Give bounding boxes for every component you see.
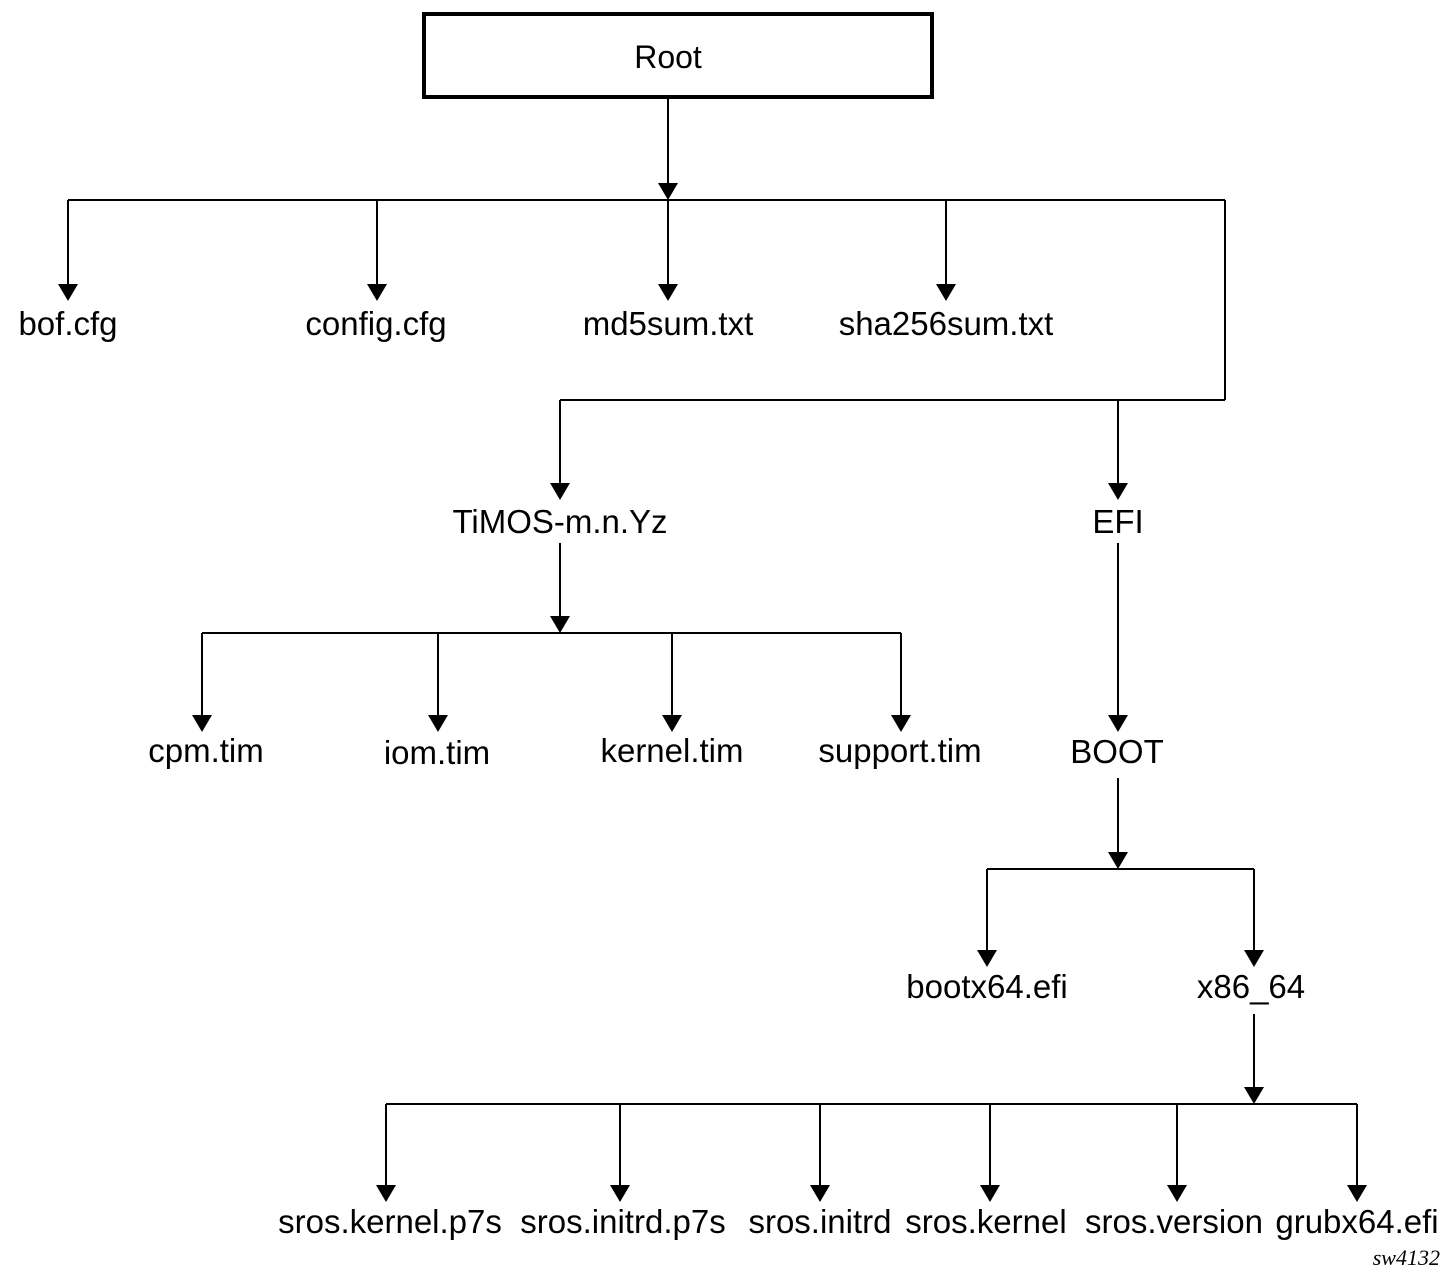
folder-x86-64: x86_64	[1197, 968, 1305, 1005]
arrowhead	[1108, 715, 1128, 732]
arrowhead	[936, 284, 956, 301]
file-kernel-tim: kernel.tim	[600, 732, 743, 769]
arrowhead	[550, 616, 570, 633]
root-label: Root	[634, 39, 702, 75]
arrowhead	[428, 715, 448, 732]
arrowhead	[376, 1185, 396, 1202]
figure-id: sw4132	[1373, 1245, 1440, 1270]
file-grubx64-efi: grubx64.efi	[1275, 1203, 1438, 1240]
file-md5sum-txt: md5sum.txt	[583, 305, 754, 342]
arrowhead	[658, 284, 678, 301]
file-sros-kernel: sros.kernel	[905, 1203, 1066, 1240]
file-sros-initrd: sros.initrd	[748, 1203, 891, 1240]
arrowhead	[891, 715, 911, 732]
arrowhead	[1108, 852, 1128, 869]
arrowhead	[662, 715, 682, 732]
folder-efi: EFI	[1092, 503, 1143, 540]
file-cpm-tim: cpm.tim	[148, 732, 264, 769]
arrowhead	[1108, 483, 1128, 500]
arrowhead	[58, 284, 78, 301]
file-sros-kernel-p7s: sros.kernel.p7s	[278, 1203, 502, 1240]
arrowhead	[1244, 950, 1264, 967]
folder-boot: BOOT	[1070, 733, 1164, 770]
file-iom-tim: iom.tim	[384, 734, 490, 771]
folder-timos: TiMOS-m.n.Yz	[452, 503, 667, 540]
file-support-tim: support.tim	[818, 732, 981, 769]
file-sha256sum-txt: sha256sum.txt	[839, 305, 1054, 342]
arrowhead	[1244, 1087, 1264, 1104]
file-bof-cfg: bof.cfg	[18, 305, 117, 342]
file-bootx64-efi: bootx64.efi	[906, 968, 1067, 1005]
arrowhead	[980, 1185, 1000, 1202]
file-sros-initrd-p7s: sros.initrd.p7s	[520, 1203, 725, 1240]
arrowhead	[658, 183, 678, 200]
arrowhead	[610, 1185, 630, 1202]
arrowhead	[810, 1185, 830, 1202]
root-box	[422, 12, 934, 99]
arrowhead	[367, 284, 387, 301]
arrowhead	[1347, 1185, 1367, 1202]
arrowhead	[977, 950, 997, 967]
arrowhead	[550, 483, 570, 500]
arrowhead	[192, 715, 212, 732]
arrowhead	[1167, 1185, 1187, 1202]
file-sros-version: sros.version	[1085, 1203, 1263, 1240]
file-config-cfg: config.cfg	[305, 305, 446, 342]
